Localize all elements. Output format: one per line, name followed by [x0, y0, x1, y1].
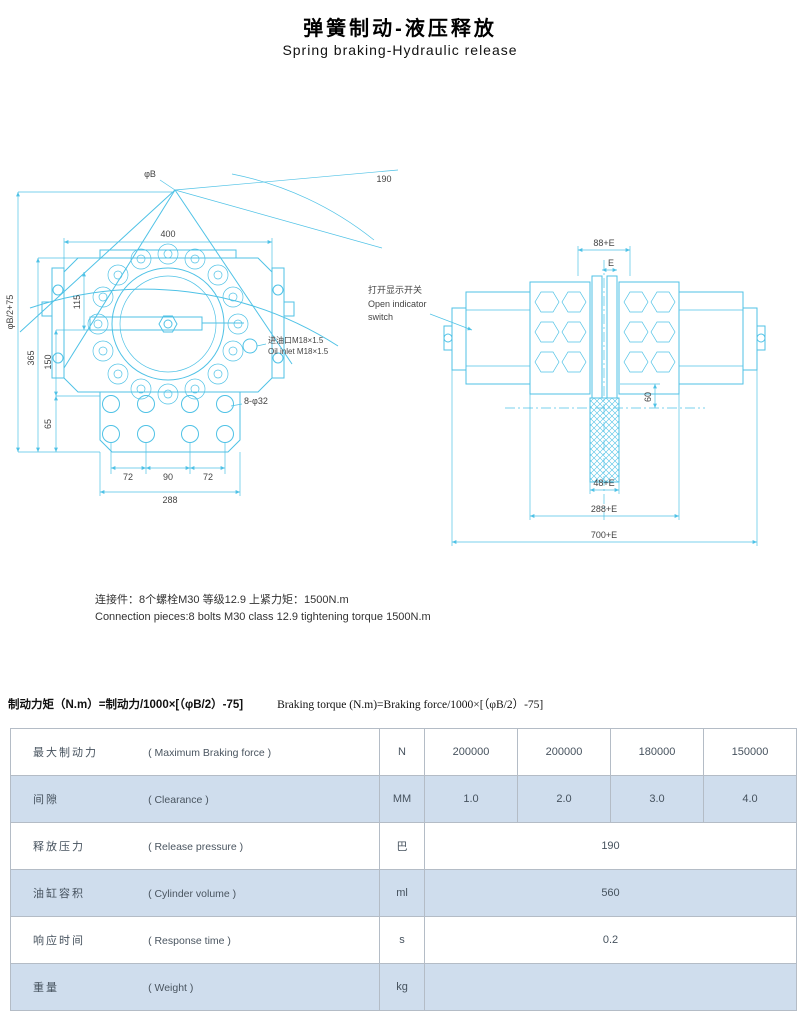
- row-unit: ml: [379, 869, 425, 917]
- dim-88e-label: 88+E: [593, 238, 614, 248]
- row-value: 560: [424, 869, 797, 917]
- row-label-en: ( Cylinder volume ): [148, 888, 237, 900]
- table-row: 间隙 ( Clearance ) MM 1.0 2.0 3.0 4.0: [10, 775, 797, 823]
- switch-label-en1: Open indicator: [368, 299, 427, 309]
- row-label-en: ( Response time ): [148, 935, 231, 947]
- row-value: 2.0: [517, 775, 611, 823]
- shaft-hatched: [589, 397, 620, 483]
- spring-nuts-left: [534, 291, 587, 373]
- dim-700e-label: 700+E: [591, 530, 617, 540]
- row-label-cell: 最大制动力 ( Maximum Braking force ): [10, 728, 380, 776]
- mounting-bracket: [99, 391, 241, 453]
- dim-190-label: 190: [376, 174, 391, 184]
- page-title-en: Spring braking-Hydraulic release: [282, 42, 518, 58]
- row-label-zh: 重量: [33, 982, 59, 994]
- row-value: 3.0: [610, 775, 704, 823]
- connection-notes: 连接件：8个螺栓M30 等级12.9 上紧力矩：1500N.m Connecti…: [95, 592, 431, 626]
- switch-label-en2: switch: [368, 312, 393, 322]
- phi-b-label: φB: [144, 169, 156, 179]
- dim-90-label: 90: [163, 472, 173, 482]
- oil-inlet-label-zh: 进油口M18×1.5: [268, 335, 324, 345]
- row-unit: N: [379, 728, 425, 776]
- row-value: 0.2: [424, 916, 797, 964]
- row-label-en: ( Maximum Braking force ): [148, 747, 272, 759]
- dim-72a-label: 72: [123, 472, 133, 482]
- row-label-cell: 油缸容积 ( Cylinder volume ): [10, 869, 380, 917]
- row-label-zh: 间隙: [33, 794, 59, 806]
- side-view-dimensions: [451, 246, 758, 546]
- row-value: 1.0: [424, 775, 518, 823]
- row-value: 150000: [703, 728, 797, 776]
- row-unit: s: [379, 916, 425, 964]
- table-row: 最大制动力 ( Maximum Braking force ) N 200000…: [10, 728, 797, 776]
- row-label-cell: 释放压力 ( Release pressure ): [10, 822, 380, 870]
- dim-72b-label: 72: [203, 472, 213, 482]
- dim-48e-label: 48+E: [593, 478, 614, 488]
- row-value: 190: [424, 822, 797, 870]
- connection-note-zh: 连接件：8个螺栓M30 等级12.9 上紧力矩：1500N.m: [95, 594, 349, 606]
- dim-400-label: 400: [160, 229, 175, 239]
- connection-note-en: Connection pieces:8 bolts M30 class 12.9…: [95, 611, 431, 623]
- torque-formula: 制动力矩（N.m）=制动力/1000×[（φB/2）-75] Braking t…: [8, 696, 543, 712]
- row-unit: 巴: [379, 822, 425, 870]
- row-value: 180000: [610, 728, 704, 776]
- row-label-en: ( Clearance ): [148, 794, 209, 806]
- row-label-cell: 响应时间 ( Response time ): [10, 916, 380, 964]
- front-view-drawing: φB 190 400 115 φB/2+75 365 150 65 72 90 …: [5, 169, 399, 505]
- dim-phib2-label: φB/2+75: [5, 295, 15, 330]
- dim-150-label: 150: [43, 354, 53, 369]
- row-value: 200000: [424, 728, 518, 776]
- table-row: 响应时间 ( Response time ) s 0.2: [10, 916, 797, 964]
- table-row: 油缸容积 ( Cylinder volume ) ml 560: [10, 869, 797, 917]
- spec-table: 最大制动力 ( Maximum Braking force ) N 200000…: [10, 728, 797, 1011]
- row-label-en: ( Release pressure ): [148, 841, 244, 853]
- table-row: 重量 ( Weight ) kg: [10, 963, 797, 1011]
- row-label-zh: 响应时间: [33, 935, 85, 947]
- technical-drawing: φB 190 400 115 φB/2+75 365 150 65 72 90 …: [5, 169, 766, 546]
- row-label-cell: 重量 ( Weight ): [10, 963, 380, 1011]
- dim-288-label: 288: [162, 495, 177, 505]
- dim-115-label: 115: [72, 295, 82, 309]
- torque-formula-zh: 制动力矩（N.m）=制动力/1000×[（φB/2）-75]: [8, 699, 244, 711]
- dim-60-label: 60: [643, 392, 653, 402]
- row-label-en: ( Weight ): [148, 982, 194, 994]
- dim-e-label: E: [608, 258, 614, 268]
- dim-holes-label: 8-φ32: [244, 396, 268, 406]
- dim-288e-label: 288+E: [591, 504, 617, 514]
- row-value: 200000: [517, 728, 611, 776]
- spring-nuts-right: [623, 291, 676, 373]
- page-title-zh: 弹簧制动-液压释放: [303, 18, 497, 40]
- dim-65-label: 65: [43, 419, 53, 429]
- side-view-drawing: 打开显示开关 Open indicator switch 88+E E 60 4…: [368, 238, 766, 546]
- front-view-dimensions: [16, 179, 273, 496]
- spring-ring: [87, 243, 249, 405]
- oil-inlet-label-en: Oil inlet M18×1.5: [268, 347, 329, 356]
- row-unit: MM: [379, 775, 425, 823]
- table-row: 释放压力 ( Release pressure ) 巴 190: [10, 822, 797, 870]
- row-label-zh: 油缸容积: [33, 888, 85, 900]
- row-value: [424, 963, 797, 1011]
- row-value: 4.0: [703, 775, 797, 823]
- torque-formula-en: Braking torque (N.m)=Braking force/1000×…: [277, 699, 544, 711]
- row-label-zh: 最大制动力: [33, 747, 98, 759]
- row-label-cell: 间隙 ( Clearance ): [10, 775, 380, 823]
- caliper-body: [41, 249, 295, 393]
- row-label-zh: 释放压力: [33, 841, 85, 853]
- dim-365-label: 365: [26, 350, 36, 365]
- row-unit: kg: [379, 963, 425, 1011]
- switch-label-zh: 打开显示开关: [368, 284, 422, 295]
- oil-inlet-port: [242, 338, 267, 354]
